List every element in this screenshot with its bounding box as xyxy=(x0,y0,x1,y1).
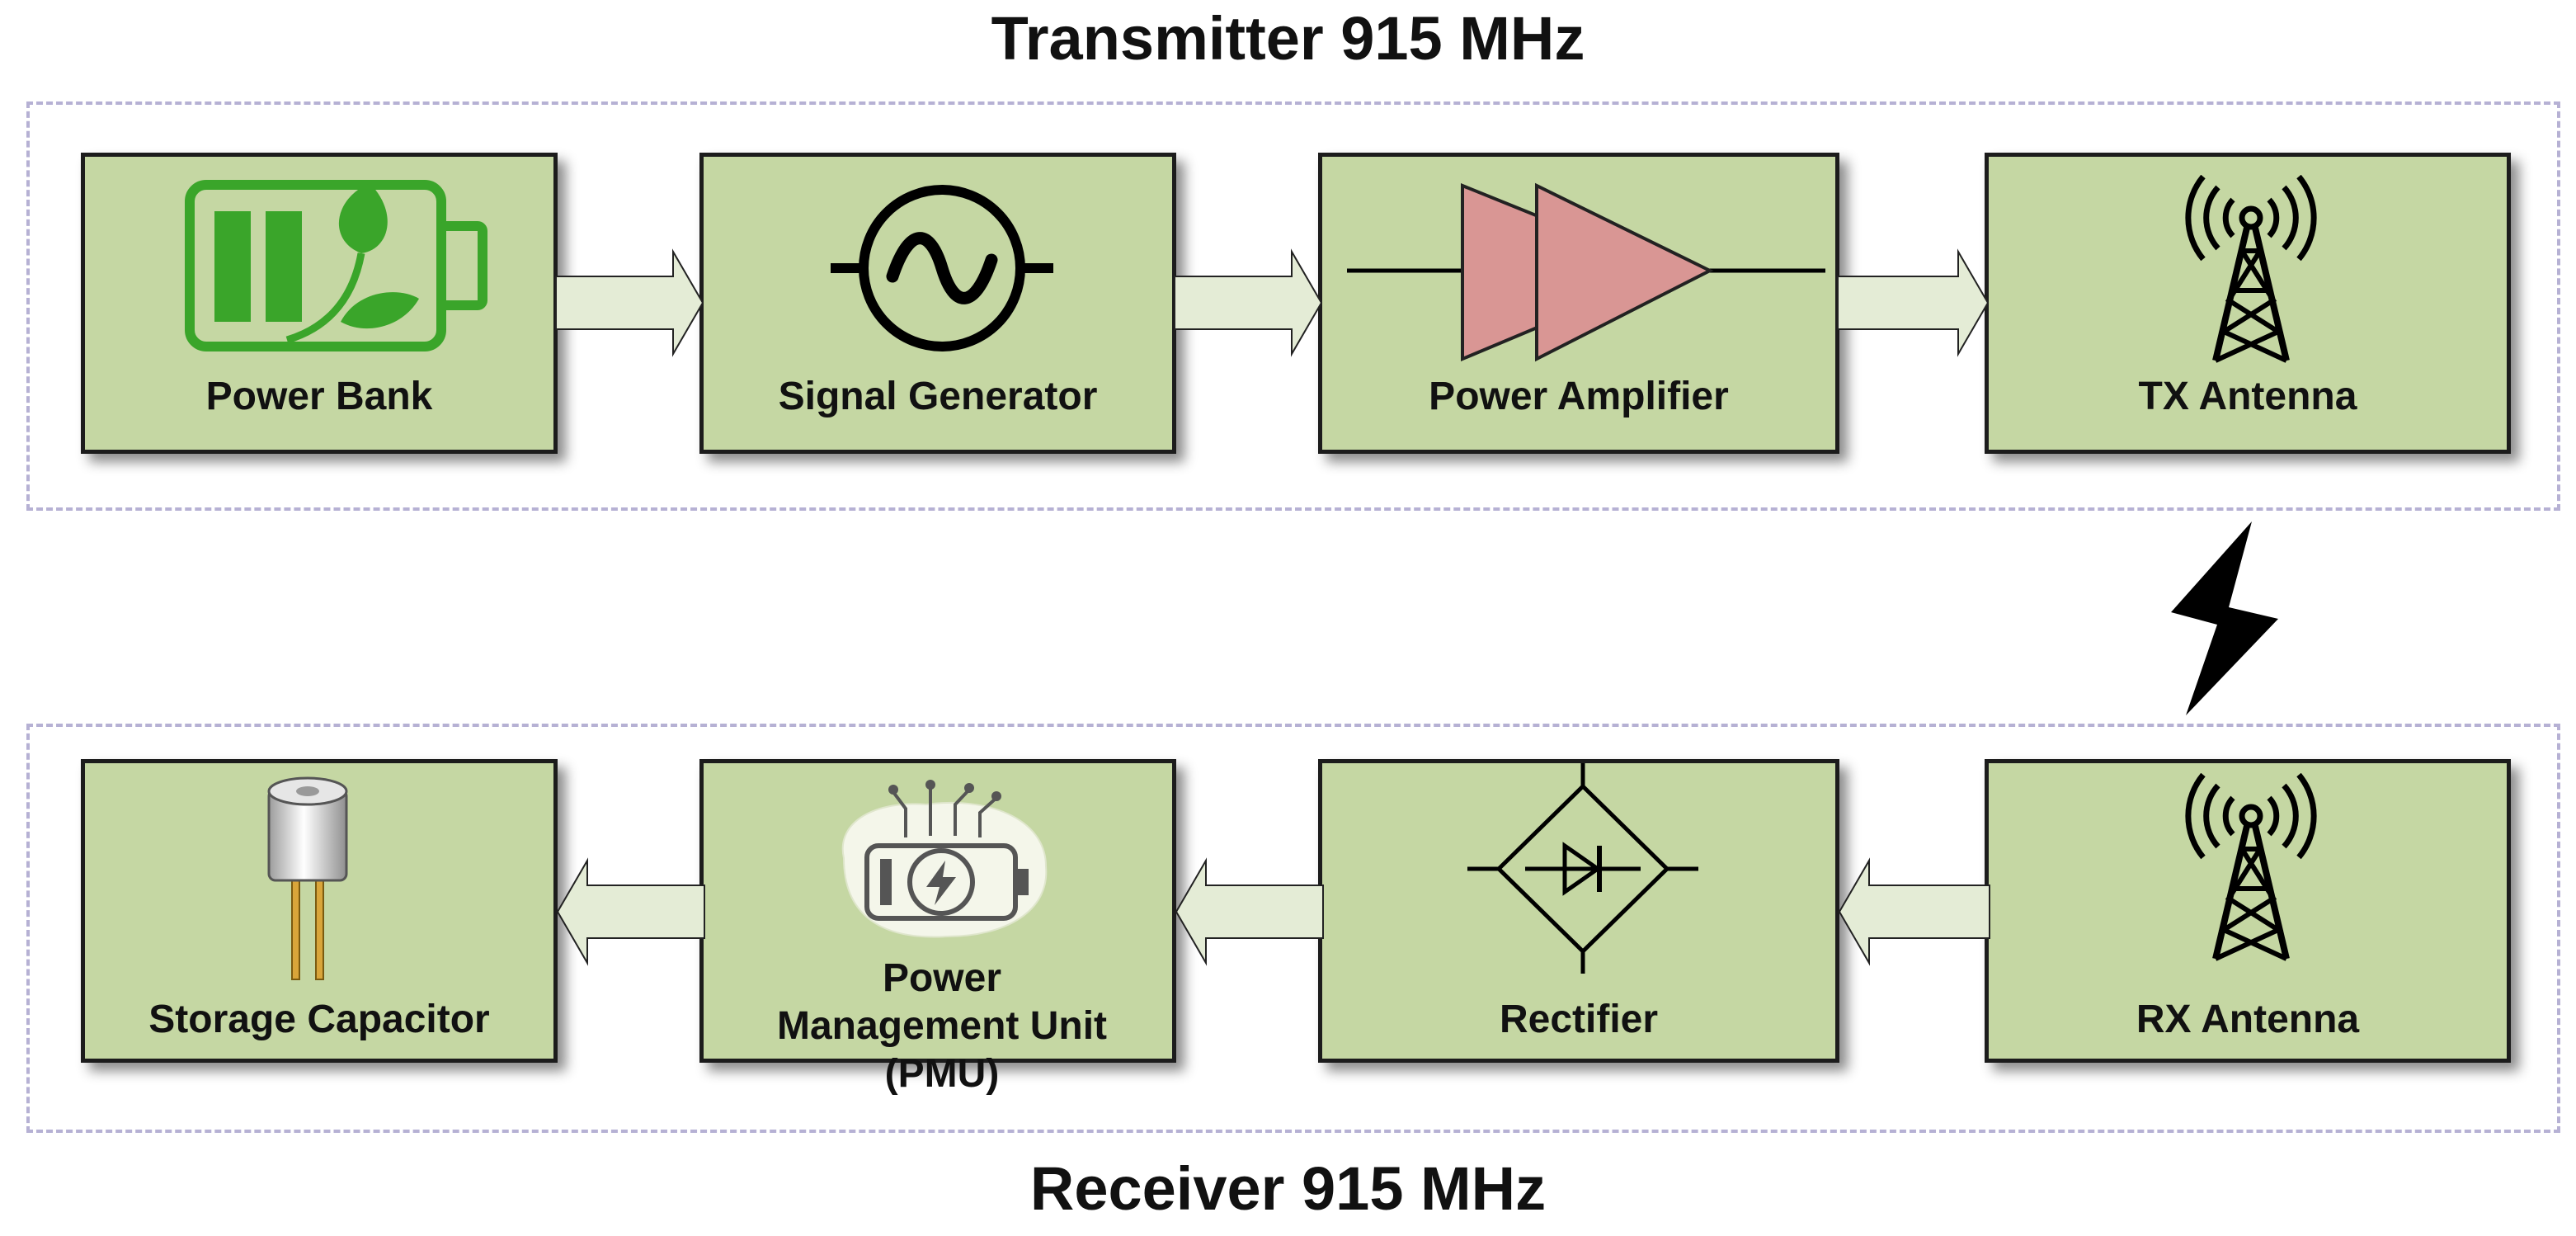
battery-leaf-icon xyxy=(185,180,487,351)
arrow-left xyxy=(1175,857,1324,966)
antenna-tower-icon xyxy=(2185,175,2317,363)
receiver-title: Receiver 915 MHz xyxy=(1029,1154,1547,1223)
receiver-group xyxy=(26,724,2560,1133)
power-amplifier-block: Power Amplifier xyxy=(1318,153,1839,454)
block-label: Signal Generator xyxy=(778,375,1098,418)
rectifier-block: Rectifier xyxy=(1318,759,1839,1063)
arrow-right xyxy=(1174,248,1323,357)
pmu-block: Power Management Unit (PMU) xyxy=(699,759,1176,1096)
pmu-battery-icon xyxy=(841,780,1048,938)
sine-wave-icon xyxy=(831,185,1053,351)
signal-generator-block: Signal Generator xyxy=(699,153,1176,454)
block-label: Storage Capacitor xyxy=(148,998,490,1041)
tx-antenna-block: TX Antenna xyxy=(1985,153,2511,454)
amplifier-icon xyxy=(1347,182,1825,362)
rx-antenna-block: RX Antenna xyxy=(1985,759,2511,1063)
block-label: Power Management Unit (PMU) xyxy=(776,956,1108,1096)
lightning-bolt-icon xyxy=(2171,521,2278,715)
power-bank-block: Power Bank xyxy=(81,153,558,454)
arrow-left xyxy=(1838,857,1990,966)
block-label: TX Antenna xyxy=(2138,375,2357,418)
block-label: Power Bank xyxy=(205,375,433,418)
block-label: Power Amplifier xyxy=(1429,375,1729,418)
arrow-left xyxy=(556,857,705,966)
arrow-right xyxy=(555,248,704,357)
block-label: RX Antenna xyxy=(2136,998,2360,1041)
antenna-tower-icon xyxy=(2185,773,2317,961)
bridge-rectifier-icon xyxy=(1467,763,1698,974)
transmitter-group xyxy=(26,101,2560,511)
block-label: Rectifier xyxy=(1499,998,1659,1041)
transmitter-title: Transmitter 915 MHz xyxy=(991,4,1585,73)
arrow-right xyxy=(1837,248,1990,357)
capacitor-icon xyxy=(267,776,348,980)
storage-capacitor-block: Storage Capacitor xyxy=(81,759,558,1063)
